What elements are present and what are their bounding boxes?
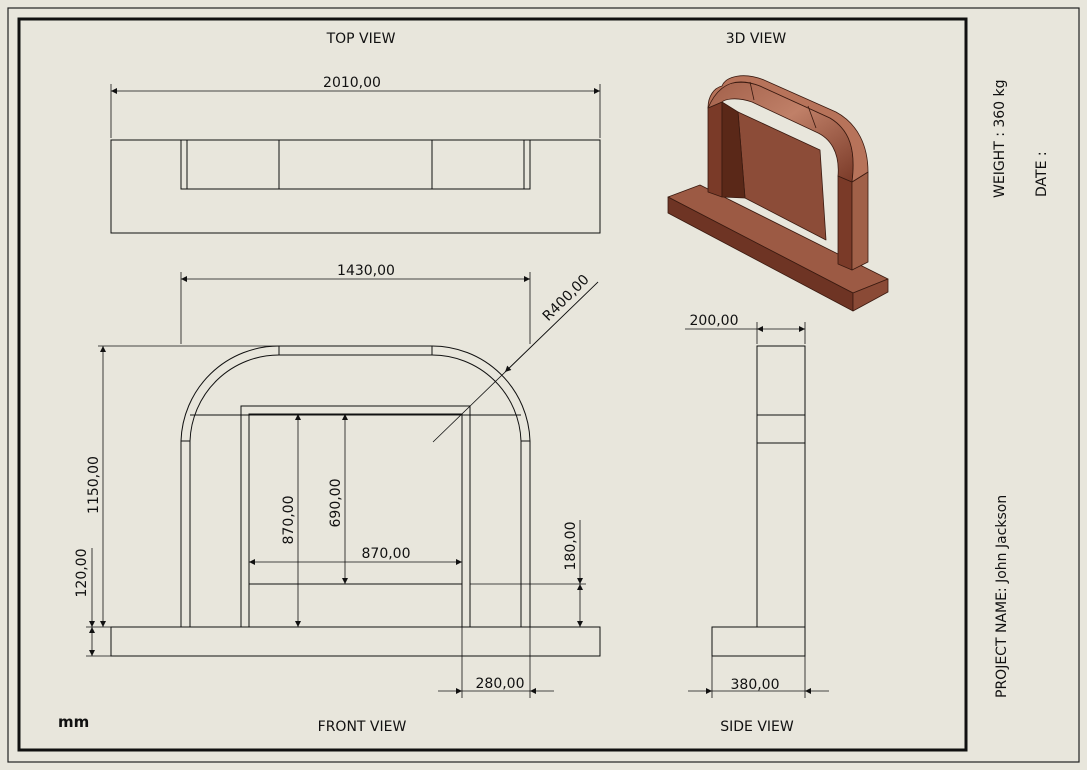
dim-opening-width: 870,00 <box>362 546 411 562</box>
title-weight: WEIGHT : 360 kg <box>992 79 1008 198</box>
dim-side-depth: 200,00 <box>690 313 739 329</box>
title-date: DATE : <box>1034 151 1050 197</box>
top-view-label: TOP VIEW <box>326 31 396 47</box>
dim-opening-outer-height: 870,00 <box>281 496 297 545</box>
dim-overall-width: 2010,00 <box>323 75 381 91</box>
front-view <box>86 272 601 698</box>
dim-opening-inner-height: 690,00 <box>328 479 344 528</box>
side-view <box>685 322 829 698</box>
iso-view-label: 3D VIEW <box>726 31 787 47</box>
sheet-outer-border <box>7 7 1080 763</box>
sheet-inner-border <box>17 17 968 752</box>
top-view <box>110 84 601 234</box>
dim-base-height: 120,00 <box>74 549 90 598</box>
dim-arch-width: 1430,00 <box>337 263 395 279</box>
dim-base-depth: 380,00 <box>731 677 780 693</box>
iso-view-fireplace <box>667 75 889 312</box>
dim-hearth-height: 180,00 <box>563 522 579 571</box>
units-label: mm <box>58 713 89 731</box>
dim-leg-width: 280,00 <box>476 676 525 692</box>
title-project: PROJECT NAME: John Jackson <box>994 495 1010 698</box>
dim-total-height: 1150,00 <box>86 456 102 514</box>
front-view-label: FRONT VIEW <box>318 719 407 735</box>
dim-radius: R400,00 <box>540 272 593 325</box>
side-view-label: SIDE VIEW <box>720 719 794 735</box>
